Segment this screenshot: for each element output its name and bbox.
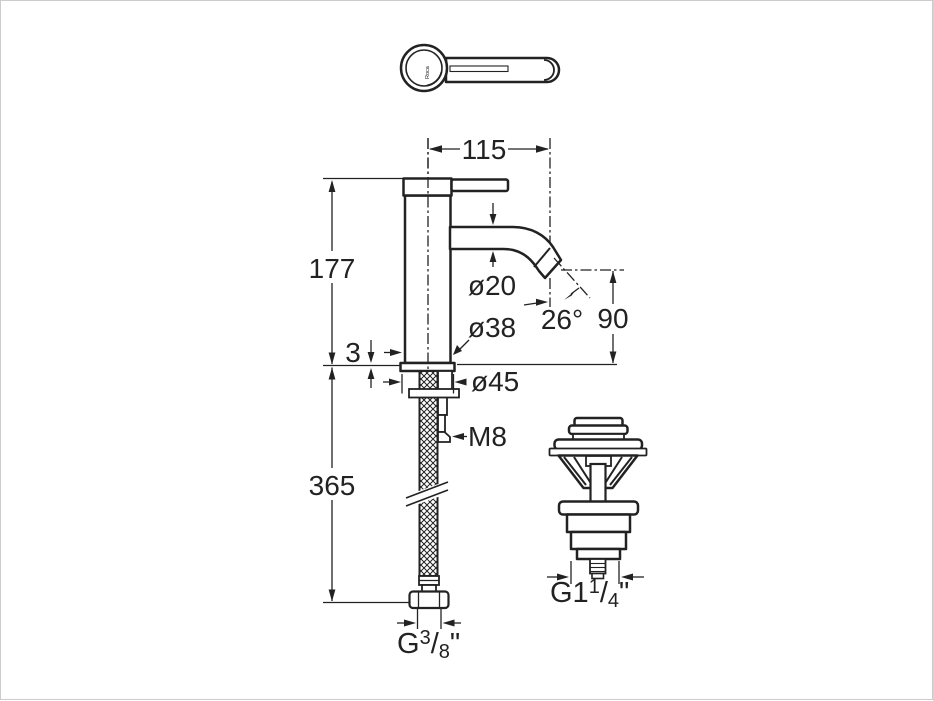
break-line-2: [405, 489, 449, 507]
mounting-washer: [408, 388, 460, 399]
popup-waste-assembly: [548, 416, 648, 580]
waste-stem: [589, 462, 607, 505]
lever-top-view: [444, 56, 561, 84]
arrow-left: [429, 145, 442, 153]
m8-stud-foot: [437, 431, 451, 443]
dim-177: 177: [306, 177, 403, 365]
dim-g38-label: G3/8": [397, 627, 460, 663]
dim-o38: ø38: [384, 312, 516, 356]
hose-hex-nut: [408, 590, 450, 610]
dim-90: 90: [561, 269, 631, 364]
handle-lever-side: [450, 178, 510, 193]
break-line-1: [405, 481, 449, 499]
brand-logo-text: Roca: [425, 65, 431, 79]
lever-base-arc: [426, 71, 443, 87]
dim-o45: ø45: [383, 366, 519, 397]
lever-slot-line: [449, 65, 509, 73]
side-view-faucet: [399, 177, 563, 373]
dim-26deg-label: 26°: [541, 304, 583, 335]
waste-body-upper: [565, 513, 632, 534]
lever-end-contour: [543, 59, 555, 81]
dim-o45-label: ø45: [471, 366, 519, 397]
waste-body-lower: [575, 547, 622, 561]
aerator-line: [533, 247, 551, 268]
m8-stud-mid: [437, 396, 448, 416]
dim-90-label: 90: [597, 303, 628, 334]
spout: [448, 225, 563, 280]
top-view-lever-handle: Roca: [399, 43, 561, 93]
dim-m8: M8: [452, 421, 507, 452]
dim-g38: G3/8": [397, 609, 461, 663]
waste-cup-flange: [557, 500, 640, 516]
dim-365: 365: [305, 367, 410, 604]
dim-115-label: 115: [462, 134, 507, 165]
dim-26deg: 26°: [523, 257, 591, 335]
waste-plug-bulge: [567, 424, 629, 436]
dim-3: 3: [323, 337, 617, 388]
flexible-hose: [418, 370, 439, 577]
m8-stud-upper: [437, 370, 453, 391]
m8-stud-lower: [437, 414, 446, 433]
arrow-right: [536, 145, 549, 153]
dim-g114: G11/4": [547, 561, 644, 612]
under-counter-parts: [405, 370, 460, 610]
waste-stub-tip: [591, 572, 605, 580]
outlet-axis-line: [553, 257, 591, 299]
dim-o38-label: ø38: [468, 312, 516, 343]
dim-g114-label: G11/4": [550, 576, 629, 612]
dim-o20: ø20: [468, 203, 516, 301]
dim-177-label: 177: [309, 253, 356, 284]
dim-o20-label: ø20: [468, 270, 516, 301]
dim-m8-label: M8: [468, 421, 507, 452]
dim-365-label: 365: [309, 470, 356, 501]
handle-inner-circle: [405, 49, 443, 87]
dim-3-label: 3: [345, 337, 361, 368]
waste-body-mid: [569, 530, 628, 551]
